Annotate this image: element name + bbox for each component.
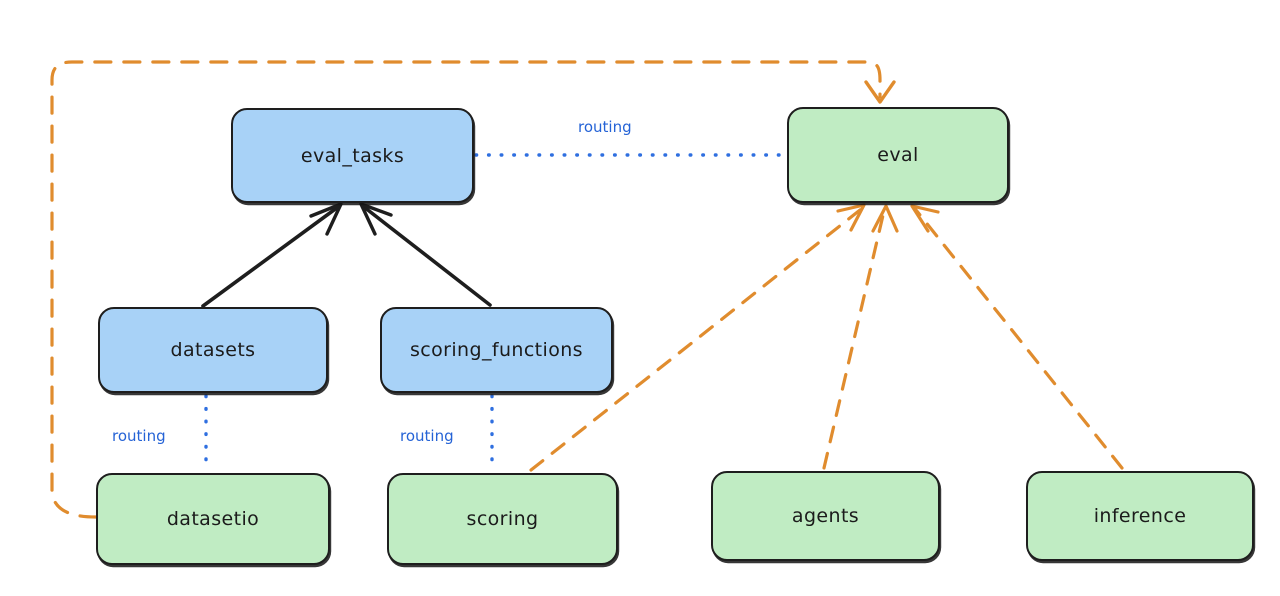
node-datasets[interactable]: datasets [98, 307, 328, 393]
node-label: datasetio [166, 508, 260, 530]
node-label: scoring_functions [410, 339, 583, 361]
node-label: agents [791, 505, 860, 527]
edge-inference-to-eval [910, 204, 1124, 470]
node-label: scoring [466, 508, 539, 530]
node-eval-tasks[interactable]: eval_tasks [231, 108, 474, 203]
edge-datasets-to-eval-tasks [201, 202, 343, 308]
node-datasetio[interactable]: datasetio [96, 473, 330, 565]
edge-label-routing-scoring-functions-scoring: routing [400, 427, 454, 445]
node-label: inference [1093, 505, 1187, 527]
node-scoring[interactable]: scoring [387, 473, 618, 565]
edge-scoring-functions-to-eval-tasks [359, 202, 492, 307]
node-eval[interactable]: eval [787, 107, 1009, 203]
edge-label-routing-datasets-datasetio: routing [112, 427, 166, 445]
node-inference[interactable]: inference [1026, 471, 1254, 561]
node-scoring-functions[interactable]: scoring_functions [380, 307, 613, 393]
node-label: datasets [170, 339, 256, 361]
edge-agents-to-eval [822, 204, 899, 470]
node-label: eval [877, 144, 919, 166]
edge-label-routing-eval-tasks-eval: routing [578, 118, 632, 136]
node-label: eval_tasks [300, 144, 405, 167]
node-agents[interactable]: agents [711, 471, 940, 561]
